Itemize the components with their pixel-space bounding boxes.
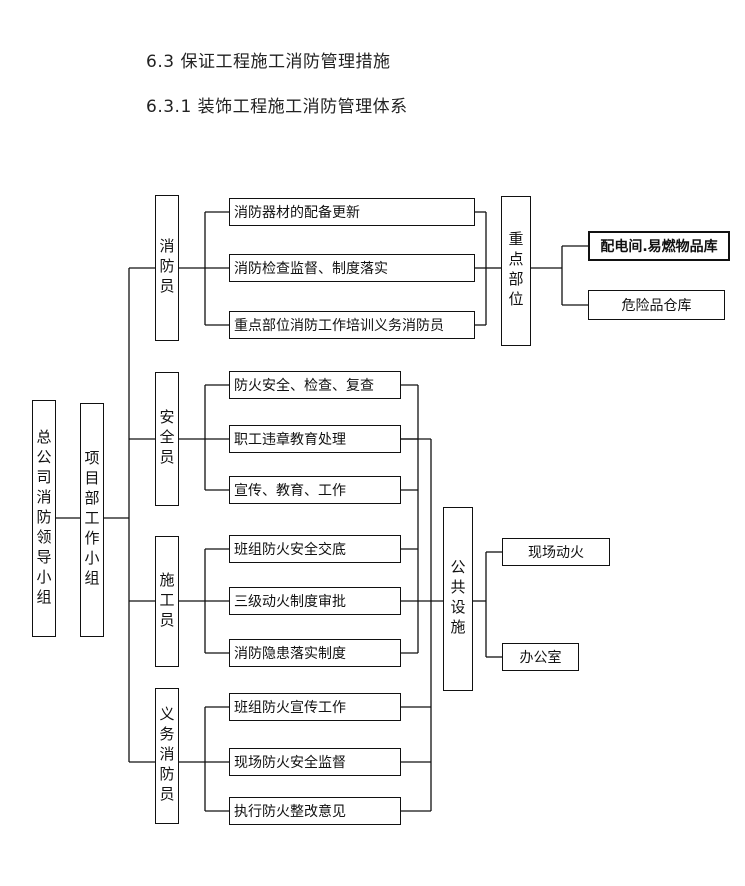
task-node: 三级动火制度审批	[229, 587, 401, 615]
task-node: 消防器材的配备更新	[229, 198, 475, 226]
role-node: 施工员	[155, 536, 179, 667]
task-node: 消防隐患落实制度	[229, 639, 401, 667]
section-heading: 6.3 保证工程施工消防管理措施	[146, 52, 391, 72]
public-facilities-node: 公共设施	[443, 507, 473, 691]
public-facility-item: 现场动火	[502, 538, 610, 566]
task-node: 重点部位消防工作培训义务消防员	[229, 311, 475, 339]
task-node: 消防检查监督、制度落实	[229, 254, 475, 282]
key-areas-node: 重点部位	[501, 196, 531, 346]
key-area-item: 危险品仓库	[588, 290, 725, 320]
root-node: 总公司消防领导小组	[32, 400, 56, 637]
role-node: 义务消防员	[155, 688, 179, 824]
project-node: 项目部工作小组	[80, 403, 104, 637]
task-node: 防火安全、检查、复查	[229, 371, 401, 399]
role-node: 安全员	[155, 372, 179, 506]
key-area-item: 配电间.易燃物品库	[588, 231, 730, 261]
task-node: 执行防火整改意见	[229, 797, 401, 825]
task-node: 现场防火安全监督	[229, 748, 401, 776]
public-facility-item: 办公室	[502, 643, 579, 671]
task-node: 宣传、教育、工作	[229, 476, 401, 504]
subsection-heading: 6.3.1 装饰工程施工消防管理体系	[146, 97, 408, 117]
role-node: 消防员	[155, 195, 179, 341]
task-node: 班组防火安全交底	[229, 535, 401, 563]
task-node: 职工违章教育处理	[229, 425, 401, 453]
task-node: 班组防火宣传工作	[229, 693, 401, 721]
